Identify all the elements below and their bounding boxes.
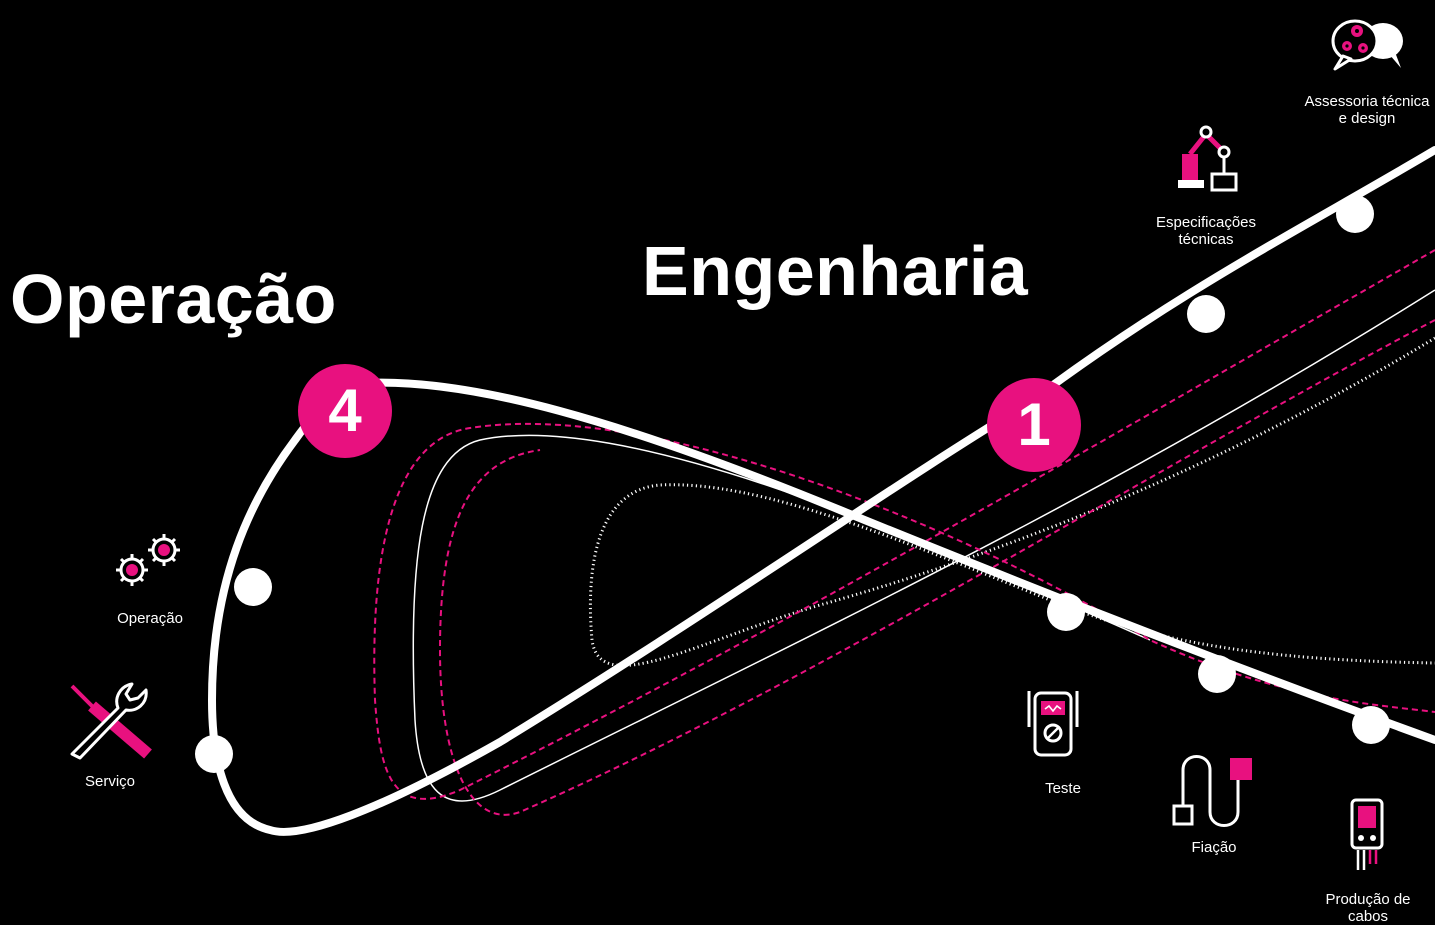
step-label-especificacoes: Especificações técnicas [1138,214,1274,248]
robot-arm-icon [1178,125,1238,192]
cable-icon [1172,755,1252,827]
step-label-assessoria: Assessoria técnica e design [1299,93,1435,127]
step-dot-especificacoes [1187,295,1225,333]
step-label-fiacao: Fiação [1154,839,1274,856]
phase-title-operacao: Operação [10,260,337,338]
multimeter-icon [1027,691,1079,757]
step-dot-assessoria [1336,195,1374,233]
step-label-line: Teste [1045,780,1081,797]
gears-icon [116,534,180,586]
speech-bubbles-gears-icon [1331,19,1403,71]
step-label-line: Operação [117,610,183,627]
step-label-servico: Serviço [60,773,160,790]
wrench-screwdriver-icon [70,682,152,760]
step-dot-teste [1047,593,1085,631]
step-label-teste: Teste [1003,780,1123,797]
phase-number-badge-operacao: 4 [298,364,392,458]
step-label-line: Especificações técnicas [1155,214,1257,248]
pink-dashed-loop-outer [373,249,1435,800]
phase-number-badge-engenharia: 1 [987,378,1081,472]
main-loop-line [207,146,1435,836]
step-label-line: Fiação [1191,839,1237,856]
step-label-operacao: Operação [100,610,200,627]
dotted-loop-line [588,336,1435,667]
step-dot-servico [195,735,233,773]
step-label-line: Produção de cabos [1325,891,1411,925]
step-dot-operacao [234,568,272,606]
pink-dashed-loop-inner [438,319,1435,816]
step-label-producao: Produção de cabos [1298,891,1435,925]
step-label-line: Serviço [84,773,136,790]
step-dot-producao [1352,706,1390,744]
thin-loop-line [412,289,1435,802]
step-label-line: Assessoria técnica e design [1304,93,1430,127]
step-dot-fiacao [1198,655,1236,693]
cable-connector-icon [1350,798,1384,870]
phase-title-engenharia: Engenharia [642,232,1029,310]
